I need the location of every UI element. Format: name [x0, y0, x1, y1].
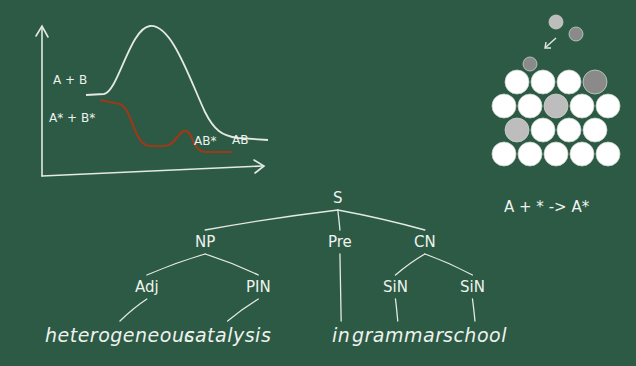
energy-label: AB* — [193, 134, 217, 148]
node-text: NP — [195, 233, 215, 251]
catalyst-surface — [492, 15, 620, 166]
sentence-word: heterogeneous — [42, 323, 198, 347]
tree-branch — [338, 210, 340, 230]
sentence-word: in — [329, 323, 353, 347]
tree-branch — [425, 254, 473, 275]
node-text: heterogeneous — [45, 324, 195, 346]
tree-node: CN — [411, 232, 439, 252]
node-text: SiN — [460, 278, 485, 296]
node-text: S — [333, 189, 343, 207]
tree-branch — [228, 299, 259, 321]
node-text: in — [332, 324, 350, 346]
tree-branch — [395, 299, 397, 321]
tree-node: Adj — [132, 277, 162, 297]
tree-branch — [472, 299, 475, 321]
tree-node: PIN — [243, 277, 274, 297]
energy-label: A* + B* — [48, 111, 96, 125]
energy-label: AB — [231, 133, 249, 147]
node-text: Pre — [328, 233, 352, 251]
node-text: grammar — [352, 324, 444, 346]
tree-node: NP — [192, 232, 218, 252]
tree-branch — [147, 254, 205, 275]
tree-node: SiN — [380, 277, 411, 297]
energy-label: A + B — [52, 73, 88, 87]
uncatalysed-curve — [86, 26, 268, 140]
tree-branch — [205, 254, 258, 275]
tree-branch — [205, 210, 338, 230]
tree-node: SiN — [457, 277, 488, 297]
node-text: school — [443, 324, 507, 346]
tree-node: Pre — [325, 232, 355, 252]
tree-branch — [120, 299, 147, 321]
sentence-word: catalysis — [181, 323, 274, 347]
catalysed-curve — [100, 100, 232, 152]
sentence-word: grammar — [349, 323, 447, 347]
node-text: CN — [414, 233, 436, 251]
node-text: catalysis — [184, 324, 271, 346]
energy-axes — [36, 26, 264, 176]
node-text: SiN — [383, 278, 408, 296]
tree-branch — [395, 254, 424, 275]
tree-node: S — [330, 188, 346, 208]
adsorption-arrow — [545, 38, 556, 48]
tree-branch — [340, 254, 341, 321]
tree-branch — [338, 210, 425, 230]
reaction-label: A + * -> A* — [503, 198, 590, 216]
node-text: Adj — [135, 278, 159, 296]
sentence-word: school — [440, 323, 510, 347]
node-text: PIN — [246, 278, 271, 296]
